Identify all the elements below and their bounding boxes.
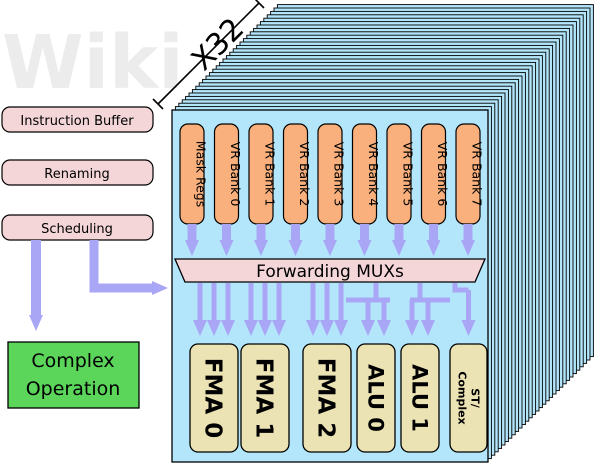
register-bank-1: VR Bank 0 (213, 123, 243, 225)
pipeline-stage-2: Scheduling (1, 214, 154, 241)
register-bank-6: VR Bank 5 (386, 123, 416, 225)
replication-bracket (152, 0, 265, 110)
register-bank-label: VR Bank 6 (435, 142, 450, 207)
register-bank-label: VR Bank 7 (470, 142, 485, 207)
complex-operation-line-2: Operation (26, 378, 121, 400)
dataflow-arrows (29, 224, 476, 336)
register-bank-7: VR Bank 6 (420, 123, 450, 225)
pipeline-stage-0: Instruction Buffer (1, 106, 154, 133)
register-bank-3: VR Bank 2 (282, 123, 312, 225)
execution-unit-1: FMA 1 (240, 343, 290, 453)
pipeline-stage-label: Instruction Buffer (20, 114, 134, 129)
execution-unit-label: Complex (456, 371, 469, 424)
register-bank-label: Mask Regs (194, 141, 209, 207)
forwarding-mux: Forwarding MUXs (174, 258, 486, 283)
register-bank-label: VR Bank 3 (332, 142, 347, 207)
register-bank-5: VR Bank 4 (351, 123, 381, 225)
execution-unit-label: FMA 2 (313, 358, 339, 438)
execution-unit-3: ALU 0 (356, 343, 396, 453)
execution-unit-5: ST/Complex (449, 343, 488, 453)
sched-to-core-line (89, 240, 155, 293)
execution-units: FMA 0 FMA 1 FMA 2 ALU 0 ALU 1 ST/Complex (189, 343, 488, 453)
execution-unit-4: ALU 1 (400, 343, 440, 453)
execution-unit-label: FMA 0 (200, 358, 226, 438)
register-bank-label: VR Bank 1 (263, 142, 278, 207)
register-bank-label: VR Bank 4 (366, 142, 381, 207)
register-banks: Mask Regs VR Bank 0 VR Bank 1 VR Bank 2 VR B… (179, 123, 485, 225)
pipeline-stage-1: Renaming (1, 159, 154, 186)
execution-unit-0: FMA 0 (189, 343, 239, 453)
execution-unit-label: ALU 1 (407, 364, 431, 432)
register-bank-label: VR Bank 2 (297, 142, 312, 207)
complex-operation-line-1: Complex (31, 350, 114, 372)
watermark: Wiki (2, 20, 184, 106)
register-bank-label: VR Bank 5 (401, 142, 416, 207)
pipeline-stage-label: Renaming (44, 167, 109, 182)
register-bank-label: VR Bank 0 (228, 142, 243, 207)
register-bank-8: VR Bank 7 (455, 123, 485, 225)
fwd-st-route (452, 283, 469, 293)
complex-operation-box: Complex Operation (7, 341, 140, 409)
register-bank-2: VR Bank 1 (248, 123, 278, 225)
forwarding-label: Forwarding MUXs (256, 262, 404, 282)
execution-unit-label: ALU 0 (363, 364, 387, 432)
pipeline-stage-label: Scheduling (41, 222, 113, 237)
execution-unit-label: FMA 1 (251, 358, 277, 438)
register-bank-4: VR Bank 3 (317, 123, 347, 225)
execution-unit-2: FMA 2 (302, 343, 352, 453)
register-bank-0: Mask Regs (179, 123, 209, 225)
execution-unit-label: ST/ (469, 388, 482, 408)
